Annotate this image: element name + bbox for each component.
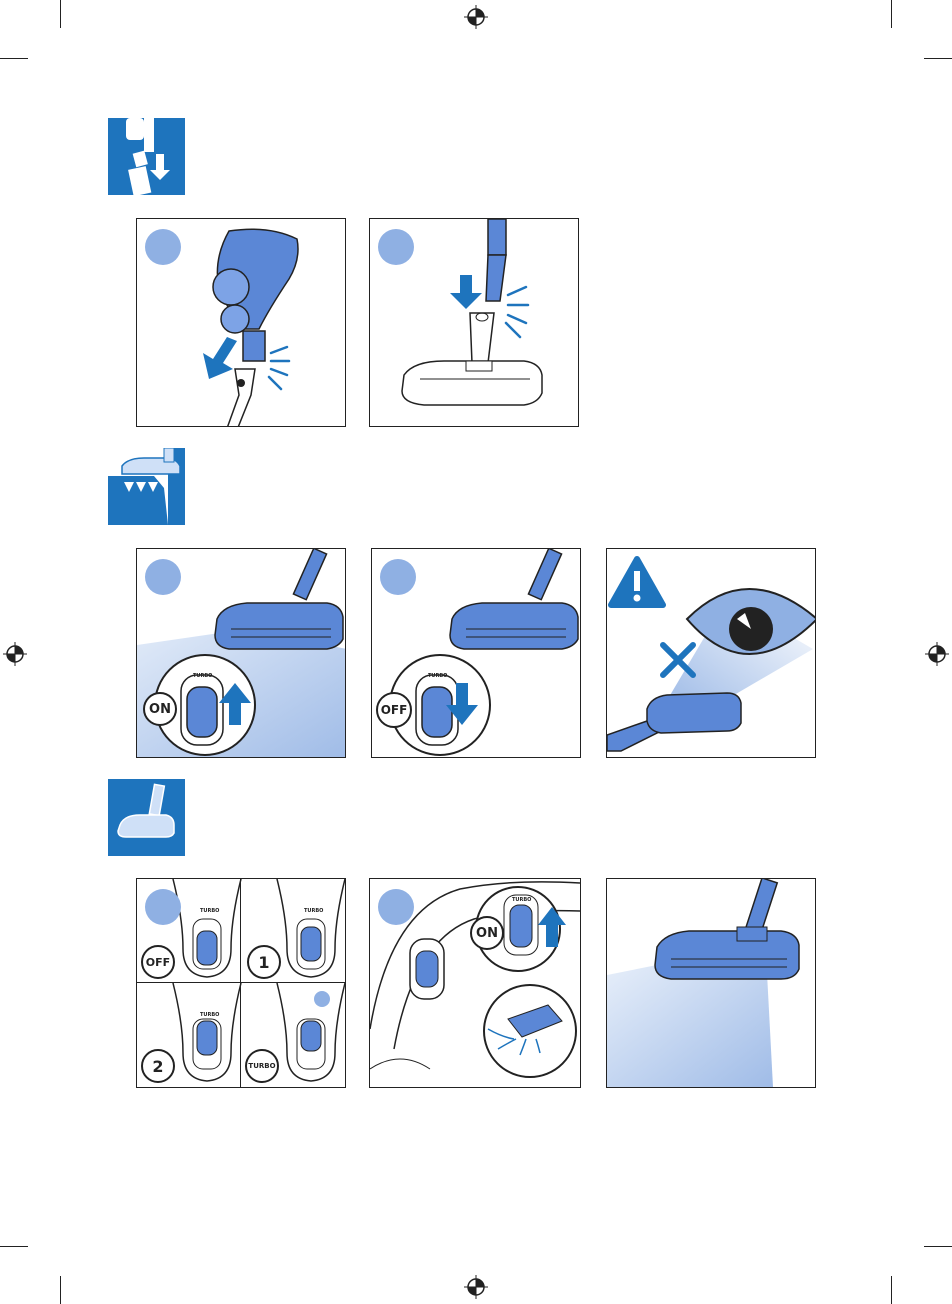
step-marker xyxy=(145,889,181,925)
crop-mark xyxy=(924,1246,952,1247)
registration-mark-icon xyxy=(3,642,27,666)
crop-mark xyxy=(0,58,28,59)
cross-icon xyxy=(663,645,693,675)
turbo-mini-label: TURBO xyxy=(428,673,447,679)
step-panel-attach-nozzle xyxy=(369,218,579,427)
turbo-label: TURBO xyxy=(245,1049,279,1083)
off-label: OFF xyxy=(376,692,412,728)
step-panel-attach-handle xyxy=(136,218,346,427)
registration-mark-icon xyxy=(464,5,488,29)
warning-panel-eye xyxy=(606,548,816,758)
crop-mark xyxy=(924,58,952,59)
on-label: ON xyxy=(143,692,177,726)
on-label: ON xyxy=(470,916,504,950)
step-panel-nozzle-mist xyxy=(606,878,816,1088)
quad-divider xyxy=(137,982,345,983)
step-panel-turbo-off: OFF TURBO xyxy=(371,548,581,758)
section-cleaning-nozzle-icon xyxy=(108,448,185,525)
speed-settings-panel: OFF 1 2 TURBO TURBO TURBO TURBO xyxy=(136,878,346,1088)
crop-mark xyxy=(0,1246,28,1247)
crop-mark xyxy=(891,0,892,28)
registration-mark-icon xyxy=(464,1275,488,1299)
turbo-mini-label: TURBO xyxy=(304,908,323,914)
crop-mark xyxy=(60,0,61,28)
step-panel-handle-switch: ON TURBO xyxy=(369,878,581,1088)
turbo-mini-label: TURBO xyxy=(193,673,212,679)
turbo-mini-label: TURBO xyxy=(200,1012,219,1018)
step-panel-turbo-on: ON TURBO xyxy=(136,548,346,758)
section-assemble-icon xyxy=(108,118,185,195)
speed-1-label: 1 xyxy=(247,945,281,979)
speed-2-label: 2 xyxy=(141,1049,175,1083)
turbo-mini-label: TURBO xyxy=(200,908,219,914)
crop-mark xyxy=(60,1276,61,1304)
turbo-mini-label: TURBO xyxy=(512,897,531,903)
section-vacuum-floor-icon xyxy=(108,779,185,856)
registration-mark-icon xyxy=(925,642,949,666)
crop-mark xyxy=(891,1276,892,1304)
off-label: OFF xyxy=(141,945,175,979)
quad-divider xyxy=(240,879,241,1087)
step-marker xyxy=(378,889,414,925)
